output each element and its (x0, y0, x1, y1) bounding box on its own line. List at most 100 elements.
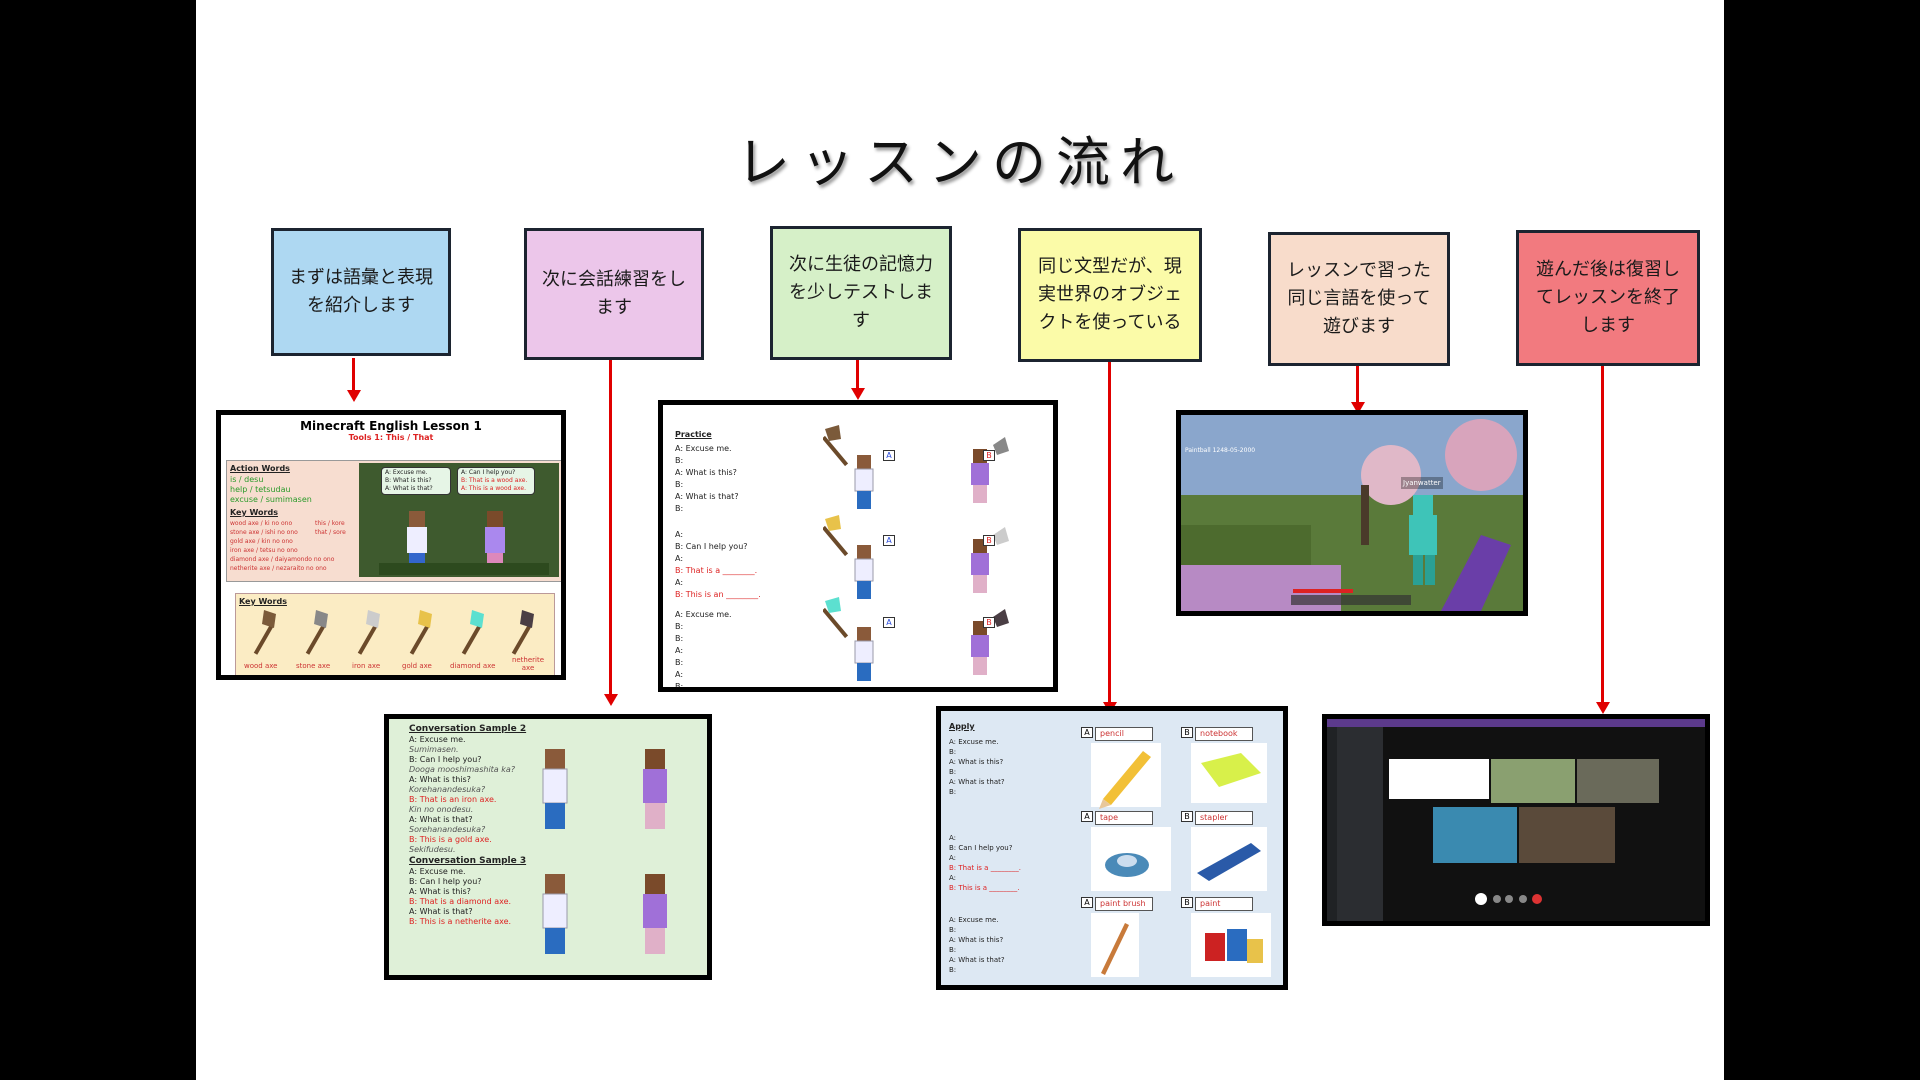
practice-b1-line-5: A: What is that? (675, 492, 739, 501)
player-nametag: Jyanwatter (1401, 477, 1443, 489)
practice-block-1: A: Excuse me. B: A: What is this? B: A: … (675, 443, 739, 515)
step-3-memory-test: 次に生徒の記憶力を少しテストします (770, 226, 952, 360)
apply-marker-2: B (1181, 727, 1193, 738)
sample-2-line-3: B: Can I help you? (409, 755, 482, 764)
step-5-line-3: 遊びます (1323, 316, 1395, 337)
axe-label-stone: stone axe (296, 662, 331, 670)
step-6-line-1: 遊んだ後は復習し (1536, 259, 1680, 280)
step-6-review: 遊んだ後は復習してレッスンを終了します (1516, 230, 1700, 366)
practice-b1-line-4: B: (675, 480, 684, 489)
connector-6 (1601, 366, 1604, 702)
step-5-line-2: 同じ言語を使って (1287, 288, 1431, 309)
apply-b1-line-6: B: (949, 788, 957, 796)
practice-row-1 (823, 425, 1009, 509)
sample-3-lines: A: Excuse me. B: Can I help you? A: What… (409, 867, 511, 927)
apply-heading: Apply (949, 722, 975, 731)
lesson-title: Minecraft English Lesson 1 (300, 419, 482, 433)
apply-marker-6: B (1181, 897, 1193, 908)
apply-b3-line-2: B: (949, 926, 957, 934)
sample-2-line-1: A: Excuse me. (409, 735, 466, 744)
character-b-bottom (643, 874, 667, 954)
netherite-axe-icon (511, 610, 534, 655)
sample-2-lines: A: Excuse me. Sumimasen. B: Can I help y… (409, 735, 515, 855)
practice-b2-line-1: A: (675, 530, 684, 539)
key-word-3: gold axe / kin no ono (230, 538, 293, 545)
step-3-line-1: 次に生徒の記憶力 (789, 254, 933, 275)
apply-b1-line-2: B: (949, 748, 957, 756)
practice-block-3: A: Excuse me. B: B: A: B: A: B: (675, 609, 732, 691)
apply-worksheet: Apply A: Excuse me. B: A: What is this? … (936, 706, 1288, 990)
stone-axe-icon (305, 610, 328, 655)
step-5-line-1: レッスンで習った (1287, 260, 1431, 281)
gameplay-screenshot: Paintball 1248-05-2000 Jyanwatter (1176, 410, 1528, 616)
connector-2-head (604, 694, 618, 706)
practice-b1-line-3: A: What is this? (675, 468, 737, 477)
step-6-line-2: てレッスンを終了 (1536, 287, 1680, 308)
sample-3-line-4: B: That is a diamond axe. (409, 897, 512, 906)
apply-b1-line-1: A: Excuse me. (949, 738, 999, 746)
sample-2-line-8: Kin no onodesu. (409, 805, 474, 814)
key-words-heading: Key Words (230, 508, 278, 517)
practice-marker-a-2: A (883, 535, 895, 546)
character-a-top (542, 749, 568, 829)
sample-2-line-5: A: What is this? (409, 775, 471, 784)
bubble-a-line-3: A: What is that? (385, 485, 433, 492)
apply-b2-line-6: B: This is a ________. (949, 884, 1020, 892)
key-word-that: that / sore (315, 529, 346, 536)
practice-b2-line-2: B: Can I help you? (675, 542, 748, 551)
apply-b2-line-1: A: (949, 834, 957, 842)
apply-objects (1091, 743, 1271, 977)
apply-b2-line-2: B: Can I help you? (949, 844, 1013, 852)
apply-block-1: A: Excuse me. B: A: What is this? B: A: … (949, 737, 1005, 797)
apply-b2-line-3: A: (949, 854, 957, 862)
apply-b1-line-3: A: What is this? (949, 758, 1004, 766)
key-word-2: stone axe / ishi no ono (230, 529, 298, 536)
practice-b3-line-1: A: Excuse me. (675, 610, 732, 619)
key-word-5: diamond axe / daiyamondo no ono (230, 556, 335, 563)
apply-b3-line-3: A: What is this? (949, 936, 1004, 944)
apply-b2-line-5: A: (949, 874, 957, 882)
bubble-a-line-2: B: What is this? (385, 477, 432, 484)
page-title: レッスンの流れ (736, 131, 1184, 194)
paint-brush-icon (1091, 913, 1139, 977)
characters-illustration (379, 511, 549, 575)
step-1-vocabulary: まずは語彙と表現を紹介します (271, 228, 451, 356)
sample-2-line-11: B: This is a gold axe. (409, 835, 492, 844)
apply-marker-5: A (1081, 897, 1093, 908)
step-1-line-2: を紹介します (307, 295, 415, 316)
practice-block-2: A: B: Can I help you? A: B: That is a __… (675, 529, 761, 601)
gold-axe-icon (409, 610, 432, 655)
lesson-subtitle: Tools 1: This / That (348, 433, 434, 442)
axe-label-wood: wood axe (244, 662, 278, 670)
sample-2-line-12: Sekifudesu. (409, 845, 456, 854)
step-4-line-3: クトを使っている (1038, 312, 1182, 333)
practice-b1-line-1: A: Excuse me. (675, 444, 732, 453)
practice-marker-b-2: B (983, 535, 995, 546)
practice-b3-line-2: B: (675, 622, 684, 631)
video-call-screenshot (1322, 714, 1710, 926)
apply-b3-line-5: A: What is that? (949, 956, 1005, 964)
connector-1-head (347, 390, 361, 402)
sample-2-line-9: A: What is that? (409, 815, 473, 824)
step-4-line-1: 同じ文型だが、現 (1038, 256, 1182, 277)
axe-label-iron: iron axe (352, 662, 381, 670)
apply-block-2: A: B: Can I help you? A: B: That is a __… (949, 833, 1021, 893)
lesson-words-panel: Action Words is / desu help / tetsudau e… (226, 460, 561, 582)
step-6-line-3: します (1581, 315, 1635, 336)
practice-marker-b-3: B (983, 617, 995, 628)
step-4-real-objects: 同じ文型だが、現実世界のオブジェクトを使っている (1018, 228, 1202, 362)
character-a-bottom (542, 874, 568, 954)
apply-label-pencil: pencil (1095, 727, 1153, 741)
video-call-scene (1327, 719, 1705, 921)
axe-label-gold: gold axe (402, 662, 432, 670)
apply-block-3: A: Excuse me. B: A: What is this? B: A: … (949, 915, 1005, 975)
speech-bubble-a: A: Excuse me. B: What is this? A: What i… (381, 467, 451, 495)
practice-b2-line-5: A: (675, 578, 684, 587)
minecraft-scene (1181, 415, 1523, 611)
practice-marker-b-1: B (983, 450, 995, 461)
connector-5 (1356, 366, 1359, 402)
practice-b3-line-7: B: (675, 682, 684, 691)
sample-2-line-2: Sumimasen. (409, 745, 459, 754)
sample-2-line-7: B: That is an iron axe. (409, 795, 497, 804)
sample-3-line-6: B: This is a netherite axe. (409, 917, 512, 926)
